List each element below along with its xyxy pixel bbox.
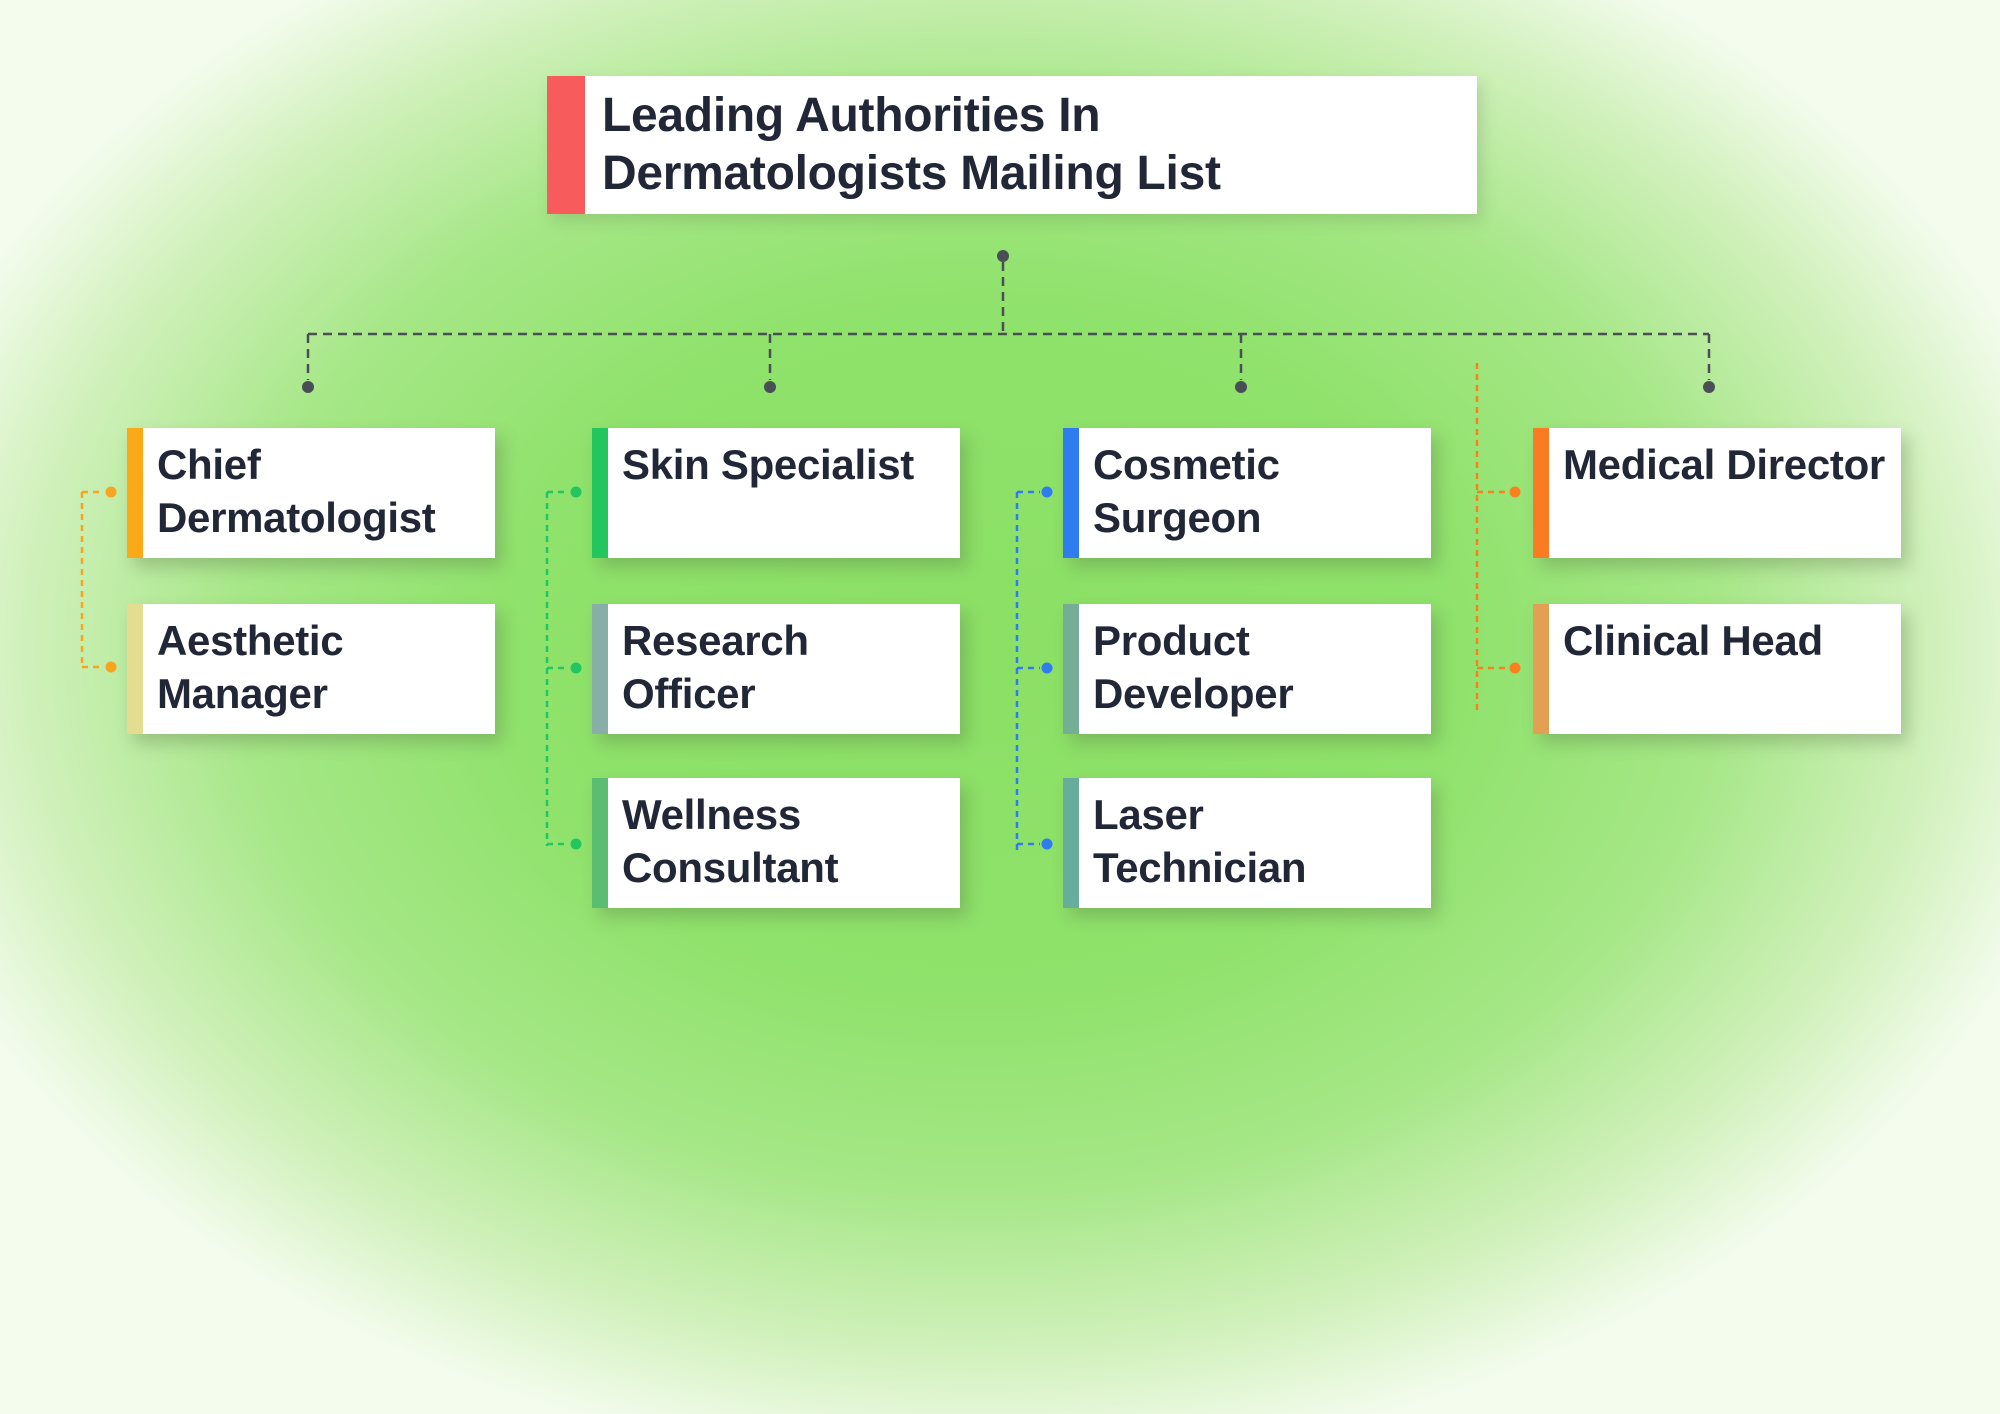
connector-dot bbox=[570, 838, 582, 850]
node-label: Clinical Head bbox=[1563, 617, 1823, 664]
connector-dot bbox=[1703, 381, 1715, 393]
title-box: Leading Authorities In Dermatologists Ma… bbox=[547, 76, 1477, 214]
column-2-connector bbox=[545, 490, 569, 846]
title-accent-bar bbox=[547, 76, 585, 214]
connector-dot bbox=[570, 486, 582, 498]
column-3-dots bbox=[1041, 486, 1053, 850]
node-label: Skin Specialist bbox=[622, 441, 914, 488]
node-wellness-consultant: Wellness Consultant bbox=[592, 778, 960, 908]
connector-dot bbox=[570, 662, 582, 674]
connector-dot bbox=[1509, 662, 1521, 674]
node-label: Aesthetic Manager bbox=[157, 617, 344, 717]
node-label: Cosmetic Surgeon bbox=[1093, 441, 1280, 541]
column-4-connector bbox=[1475, 363, 1508, 714]
node-label: Medical Director bbox=[1563, 441, 1885, 488]
node-label: Laser Technician bbox=[1093, 791, 1307, 891]
connector-dot bbox=[764, 381, 776, 393]
accent-bar bbox=[127, 604, 143, 734]
node-product-developer: Product Developer bbox=[1063, 604, 1431, 734]
node-label: Product Developer bbox=[1093, 617, 1294, 717]
accent-bar bbox=[1533, 428, 1549, 558]
node-clinical-head: Clinical Head bbox=[1533, 604, 1901, 734]
column-3-connector bbox=[1015, 490, 1040, 852]
node-cosmetic-surgeon: Cosmetic Surgeon bbox=[1063, 428, 1431, 558]
column-1-dots bbox=[105, 486, 117, 673]
connector-dot bbox=[997, 250, 1009, 262]
accent-bar bbox=[1533, 604, 1549, 734]
accent-bar bbox=[1063, 604, 1079, 734]
node-label: Research Officer bbox=[622, 617, 809, 717]
column-2-dots bbox=[570, 486, 582, 850]
accent-bar bbox=[592, 778, 608, 908]
column-1-connector bbox=[80, 490, 104, 669]
connector-dot bbox=[1041, 838, 1053, 850]
connector-dot bbox=[1235, 381, 1247, 393]
connector-dot bbox=[1041, 662, 1053, 674]
accent-bar bbox=[592, 428, 608, 558]
node-medical-director: Medical Director bbox=[1533, 428, 1901, 558]
connector-dot bbox=[302, 381, 314, 393]
node-research-officer: Research Officer bbox=[592, 604, 960, 734]
main-connector-dots bbox=[302, 250, 1715, 393]
connector-dot bbox=[105, 486, 117, 498]
accent-bar bbox=[1063, 428, 1079, 558]
node-label: Chief Dermatologist bbox=[157, 441, 436, 541]
page-title: Leading Authorities In Dermatologists Ma… bbox=[602, 87, 1462, 203]
node-skin-specialist: Skin Specialist bbox=[592, 428, 960, 558]
title-line-1: Leading Authorities In bbox=[602, 89, 1101, 142]
node-aesthetic-manager: Aesthetic Manager bbox=[127, 604, 495, 734]
accent-bar bbox=[127, 428, 143, 558]
accent-bar bbox=[1063, 778, 1079, 908]
connector-dot bbox=[105, 661, 117, 673]
node-chief-dermatologist: Chief Dermatologist bbox=[127, 428, 495, 558]
node-label: Wellness Consultant bbox=[622, 791, 839, 891]
column-4-dots bbox=[1509, 486, 1521, 674]
accent-bar bbox=[592, 604, 608, 734]
connector-dot bbox=[1041, 486, 1053, 498]
title-line-2: Dermatologists Mailing List bbox=[602, 147, 1221, 200]
node-laser-technician: Laser Technician bbox=[1063, 778, 1431, 908]
connector-dot bbox=[1509, 486, 1521, 498]
main-connector bbox=[306, 262, 1711, 380]
